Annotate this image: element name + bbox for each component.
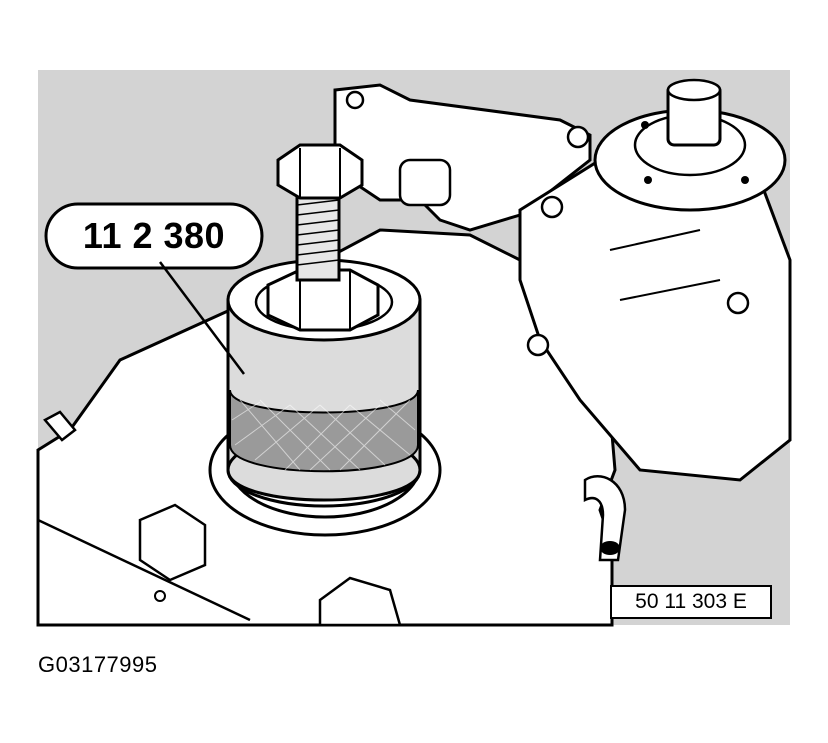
pipe (583, 475, 627, 562)
bolt-head (276, 143, 364, 200)
pipe-end (600, 541, 620, 555)
recess-1 (138, 503, 207, 582)
callout-leader (159, 261, 245, 375)
pump-shaft-top (666, 78, 722, 102)
reference-box (610, 585, 772, 619)
bracket-bolt (566, 125, 590, 149)
figure-reference-label: 50 11 303 E (635, 590, 747, 613)
left-stud (43, 410, 77, 442)
housing-hole (154, 590, 166, 602)
pump-rib (609, 229, 701, 251)
pump-rib (619, 279, 721, 301)
bracket-boss (398, 158, 452, 207)
pump-bolt-3 (526, 333, 550, 357)
pump-bolt-2 (726, 291, 750, 315)
recess-2 (318, 576, 402, 627)
pump-flange-hole-1 (644, 176, 652, 184)
housing-edge (37, 518, 251, 622)
tool-number-label: 11 2 380 (82, 215, 226, 256)
callout-bubble (44, 202, 264, 270)
knurl-pattern (231, 399, 416, 471)
pump-flange-hole-3 (641, 121, 649, 129)
pump-flange-hole-2 (741, 176, 749, 184)
pump-bolt-1 (540, 195, 564, 219)
bracket-hole (345, 90, 365, 110)
image-id-caption: G03177995 (38, 652, 158, 677)
